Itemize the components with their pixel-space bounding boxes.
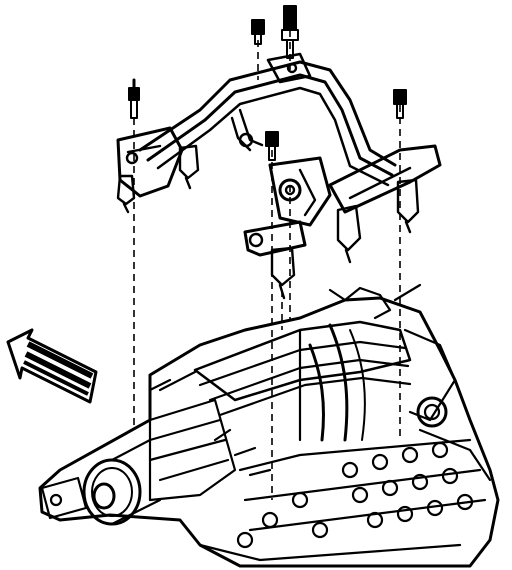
- fuel-rail-stud-top: [281, 5, 299, 59]
- engine-assembly: [38, 283, 500, 568]
- manifold-bolts: [236, 441, 474, 549]
- fuel-injector-right-1: [336, 204, 362, 264]
- fuel-rail-bolt-center: [265, 131, 279, 161]
- fuel-injector-center: [270, 246, 296, 300]
- fuel-rail-assembly: [116, 52, 442, 300]
- fuel-injector-left-2: [178, 144, 200, 190]
- explode-guide-lines: [133, 30, 401, 500]
- fuel-injector-left-1: [116, 174, 136, 214]
- fuel-rail-bolt-left: [128, 78, 140, 119]
- fuel-injector-right-2: [396, 178, 420, 234]
- fuel-rail-bolt-top: [251, 19, 265, 45]
- fuel-rail-bolt-right: [393, 89, 407, 119]
- arrow-icon: [6, 328, 98, 404]
